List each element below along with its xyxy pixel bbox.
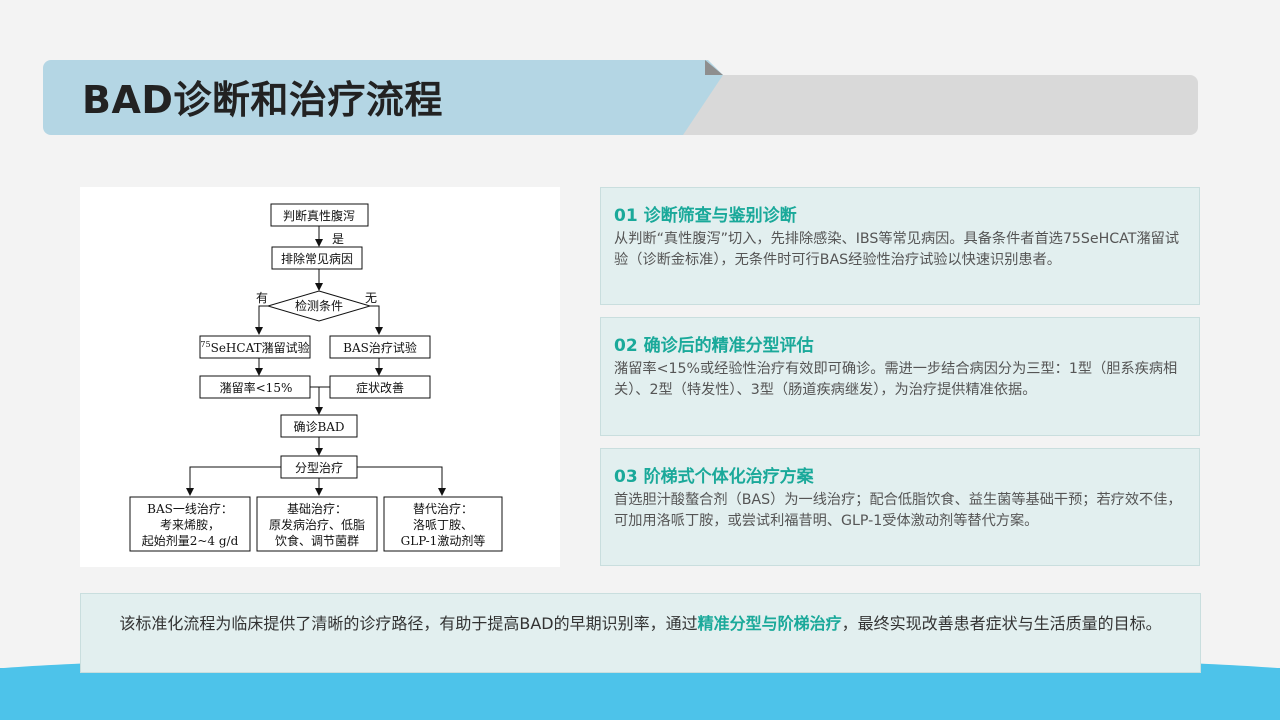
flow-text-classify: 分型治疗: [295, 461, 343, 475]
flow-box-alternative: [383, 496, 503, 552]
flow-connector: [310, 386, 320, 413]
flow-arrow: [255, 305, 268, 335]
summary-box: 该标准化流程为临床提供了清晰的诊疗路径，有助于提高BAD的早期识别率，通过精准分…: [80, 593, 1201, 673]
info-card-treatment: 03 阶梯式个体化治疗方案 首选胆汁酸螯合剂（BAS）为一线治疗；配合低脂饮食、…: [600, 448, 1200, 566]
header-banner: [43, 60, 723, 135]
page-title: BAD诊断和治疗流程: [82, 78, 443, 122]
flow-text-first-line-2: 考来烯胺，: [160, 518, 220, 532]
flow-text-alt-3: GLP-1激动剂等: [401, 533, 486, 548]
flow-text-basic-1: 基础治疗：: [287, 502, 347, 516]
card-title: 02 确诊后的精准分型评估: [614, 336, 814, 356]
flow-text-exclude: 排除常见病因: [281, 251, 353, 266]
card-body: 从判断“真性腹泻”切入，先排除感染、IBS等常见病因。具备条件者首选75SeHC…: [614, 231, 1180, 268]
flow-text-alt-2: 洛哌丁胺、: [413, 517, 473, 532]
card-title: 01 诊断筛查与鉴别诊断: [614, 206, 797, 226]
flow-text-bas-trial: BAS治疗试验: [343, 340, 417, 355]
flowchart: 判断真性腹泻 是 排除常见病因 检测条件 有 无 75SeHCAT潴留试验 BA…: [129, 203, 503, 552]
flow-text-sehcat-main: SeHCAT潴留试验: [211, 340, 310, 355]
flow-arrow: [370, 305, 383, 335]
flow-box-bas-trial: [329, 335, 431, 359]
flow-text-sehcat-sup: 75: [200, 340, 210, 349]
flow-text-confirm: 确诊BAD: [293, 420, 344, 434]
flow-text-diarrhea: 判断真性腹泻: [283, 208, 355, 223]
summary-text: 该标准化流程为临床提供了清晰的诊疗路径，有助于提高BAD的早期识别率，通过: [119, 614, 698, 633]
flowchart-panel: 判断真性腹泻 是 排除常见病因 检测条件 有 无 75SeHCAT潴留试验 BA…: [80, 187, 560, 567]
flow-text-sehcat: 75SeHCAT潴留试验: [200, 340, 309, 355]
card-body: 首选胆汁酸螯合剂（BAS）为一线治疗；配合低脂饮食、益生菌等基础干预；若疗效不佳…: [614, 492, 1182, 529]
flow-label-none: 无: [365, 291, 377, 305]
flow-text-basic-3: 饮食、调节菌群: [275, 533, 359, 548]
flow-text-basic-2: 原发病治疗、低脂: [269, 517, 365, 532]
flow-text-retention: 潴留率<15%: [220, 380, 293, 395]
flow-box-first-line: [129, 496, 251, 552]
flow-text-symptom: 症状改善: [356, 380, 404, 395]
flow-arrow: [186, 466, 281, 496]
flow-box-basic: [256, 496, 378, 552]
flow-text-alt-1: 替代治疗：: [413, 502, 473, 516]
flow-box-sehcat: [199, 335, 311, 359]
flow-label-yes: 是: [332, 232, 344, 246]
flow-box-exclude: [271, 246, 363, 270]
flow-arrow: [357, 466, 446, 496]
summary-text-end: ，最终实现改善患者症状与生活质量的目标。: [841, 614, 1162, 633]
flow-text-first-line-1: BAS一线治疗：: [147, 502, 233, 516]
flow-label-have: 有: [256, 291, 268, 305]
flow-text-decision: 检测条件: [295, 298, 343, 313]
summary-highlight: 精准分型与阶梯治疗: [697, 614, 842, 633]
flow-text-first-line-3: 起始剂量2~4 g/d: [142, 533, 239, 548]
card-title: 03 阶梯式个体化治疗方案: [614, 467, 814, 487]
info-card-diagnosis: 01 诊断筛查与鉴别诊断 从判断“真性腹泻”切入，先排除感染、IBS等常见病因。…: [600, 187, 1200, 305]
card-body: 潴留率<15%或经验性治疗有效即可确诊。需进一步结合病因分为三型：1型（胆系疾病…: [614, 361, 1178, 398]
flow-decision-diamond: [266, 290, 372, 322]
bottom-wave: [0, 668, 1280, 720]
info-card-classification: 02 确诊后的精准分型评估 潴留率<15%或经验性治疗有效即可确诊。需进一步结合…: [600, 317, 1200, 436]
